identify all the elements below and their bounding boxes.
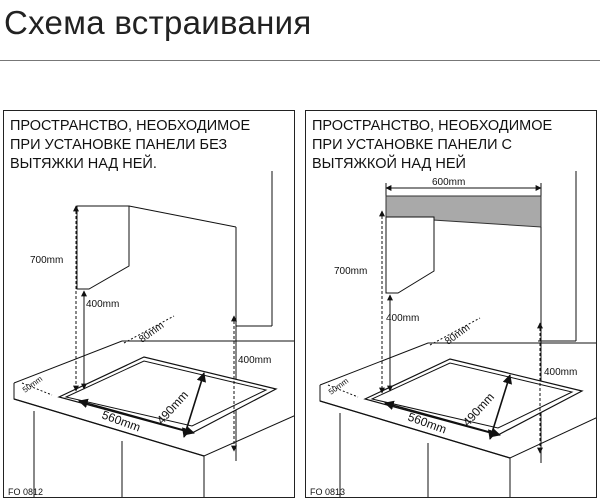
installation-drawing-without-hood: 700mm 400mm 400mm 80mm 50mm 560mm 490mm … — [8, 171, 294, 497]
depth-dimension-arrow — [487, 374, 513, 440]
diagram-with-hood: ПРОСТРАНСТВО, НЕОБХОДИМОЕ ПРИ УСТАНОВКЕ … — [305, 110, 597, 498]
side-height-label: 400mm — [238, 355, 271, 366]
title-divider — [0, 60, 600, 61]
cabinet-height-label: 700mm — [334, 266, 367, 277]
front-clearance-dimension — [327, 384, 359, 398]
cabinet-top-line — [128, 205, 237, 228]
side-height-label: 400mm — [544, 367, 577, 378]
cabinet-height-label: 700mm — [30, 255, 63, 266]
back-clearance-label: 80mm — [443, 322, 472, 347]
upper-cabinet-outline — [385, 216, 435, 294]
width-dimension-arrow — [78, 398, 195, 436]
front-clearance-label: 50mm — [327, 376, 351, 397]
back-clearance-dimension — [429, 317, 481, 346]
depth-dimension-arrow — [181, 372, 207, 438]
page-title: Схема встраивания — [4, 4, 312, 41]
hood-width-label: 600mm — [432, 177, 465, 188]
front-clearance-dimension — [21, 382, 53, 396]
installation-drawing-with-hood: 600mm 700mm 400mm 400mm 80mm 50mm 560mm … — [310, 171, 596, 497]
drawing-code: FO 0813 — [310, 487, 345, 497]
width-dimension-arrow — [384, 400, 501, 438]
back-clearance-label: 80mm — [137, 320, 166, 345]
diagram-without-hood: ПРОСТРАНСТВО, НЕОБХОДИМОЕ ПРИ УСТАНОВКЕ … — [3, 110, 295, 498]
gap-height-label: 400mm — [86, 299, 119, 310]
back-clearance-dimension — [123, 315, 175, 344]
panel-caption: ПРОСТРАНСТВО, НЕОБХОДИМОЕ ПРИ УСТАНОВКЕ … — [312, 118, 553, 172]
front-clearance-label: 50mm — [21, 374, 45, 395]
panel-caption: ПРОСТРАНСТВО, НЕОБХОДИМОЕ ПРИ УСТАНОВКЕ … — [10, 118, 251, 172]
upper-cabinet-outline — [76, 205, 130, 290]
drawing-code: FO 0812 — [8, 487, 43, 497]
gap-height-label: 400mm — [386, 313, 419, 324]
counter-back-edge — [13, 340, 294, 384]
